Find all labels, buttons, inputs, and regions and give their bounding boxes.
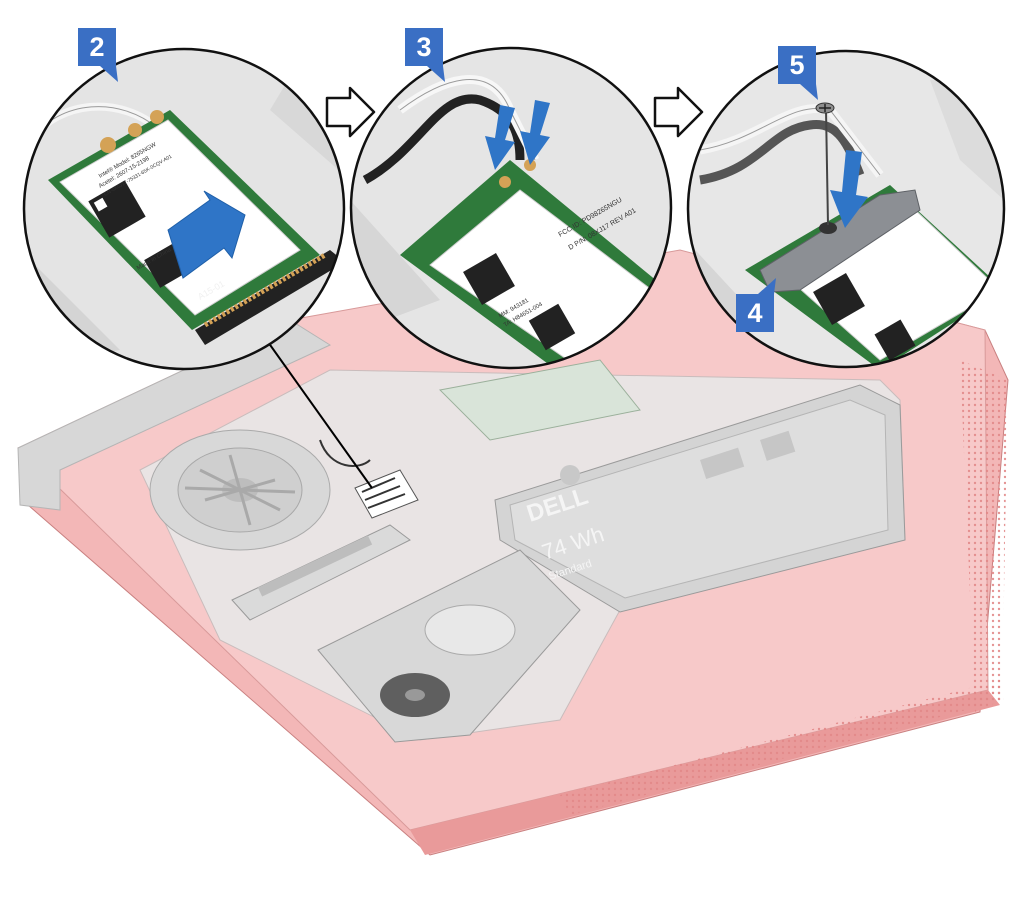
step-number-badge: 5	[778, 46, 816, 84]
cooling-fan	[149, 429, 331, 551]
memory-module	[438, 359, 641, 441]
callout-connect-antenna: FCC ID: PD98265NGU D P/N: 08XJ17 REV A01…	[349, 46, 673, 370]
m2-ssd	[231, 524, 411, 621]
badge-5-tail	[800, 84, 818, 100]
screw-direction-arrow	[830, 150, 868, 228]
wlan-card-onboard	[319, 439, 419, 519]
battery: DELL 74 Wh Standard	[494, 384, 906, 613]
step-number-badge: 2	[78, 28, 116, 66]
speaker-grill-right	[560, 680, 1004, 815]
hard-drive	[317, 549, 581, 743]
screw	[815, 102, 835, 226]
laptop-base: DELL 74 Wh Standard	[17, 249, 1009, 856]
speaker-grill-side	[960, 360, 1008, 712]
step-number-badge: 3	[405, 28, 443, 66]
badge-3-tail	[427, 66, 445, 82]
antenna-arrow-1	[485, 105, 515, 170]
callout-secure-bracket	[686, 49, 1006, 369]
badge-2-tail	[100, 66, 118, 82]
callout-insert-card: Intel® Model: 8265NGW Acetel: 2607-15-21…	[22, 47, 346, 371]
badge-4-tail	[758, 278, 776, 294]
step-number-badge: 4	[736, 294, 774, 332]
antenna-arrow-2	[520, 100, 550, 165]
insert-direction-arrow	[167, 190, 246, 279]
step-arrow-2-to-3	[653, 86, 704, 138]
step-arrow-1-to-2	[325, 86, 376, 138]
callout-leader-line	[267, 341, 373, 489]
